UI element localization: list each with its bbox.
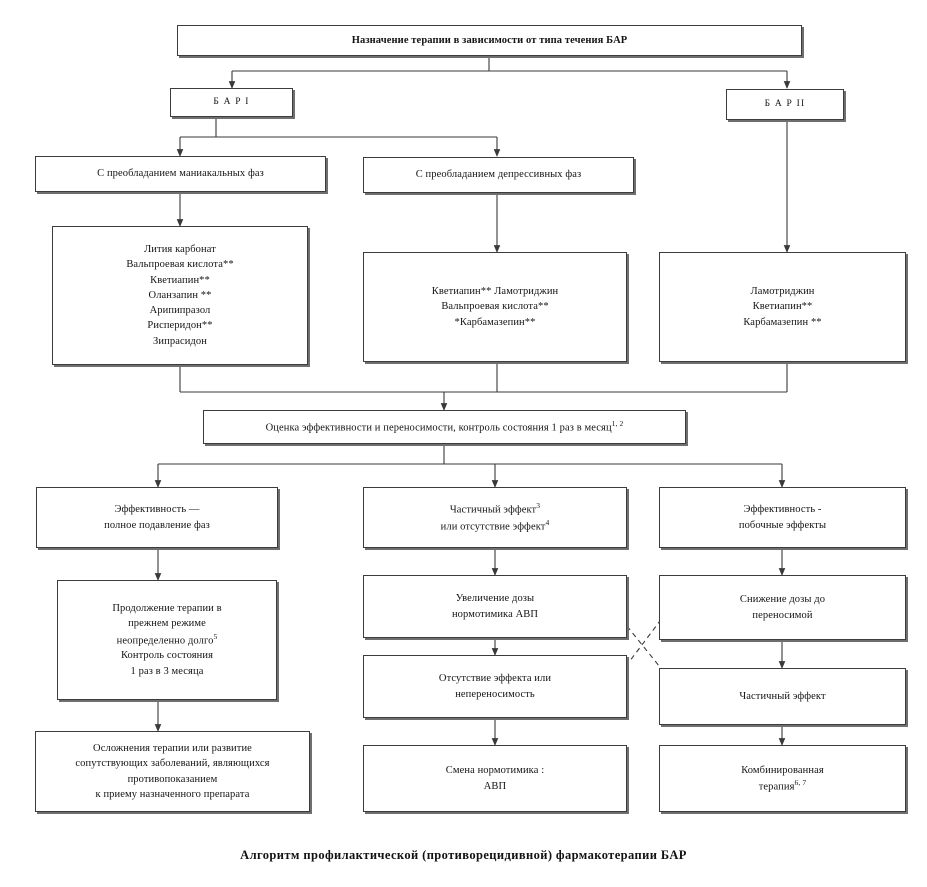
footnote-ref: 3 (536, 500, 541, 510)
node-bar-1: Б А Р I (170, 88, 293, 117)
action-line: Смена нормотимика : (445, 765, 545, 777)
node-drugs-bar2: Ламотриджин Кветиапин** Карбамазепин ** (659, 252, 906, 362)
node-bar-1-label: Б А Р I (213, 96, 250, 107)
action-line: переносимой (752, 609, 813, 621)
complication-line: противопоказанием (127, 773, 218, 785)
node-effect-full: Эффективность — полное подавление фаз (36, 487, 278, 548)
node-combined-therapy: Комбинированная терапия6, 7 (659, 745, 906, 812)
complication-line: к приему назначенного препарата (95, 788, 250, 800)
therapy-line: Контроль состояния (120, 650, 214, 662)
drug-item: *Карбамазепин** (454, 316, 536, 328)
node-complications: Осложнения терапии или развитие сопутств… (35, 731, 310, 812)
node-drugs-depressive: Кветиапин** Ламотриджин Вальпроевая кисл… (363, 252, 627, 362)
node-effect-side: Эффективность - побочные эффекты (659, 487, 906, 548)
action-line: Увеличение дозы (455, 593, 535, 605)
drug-item: Оланзапин ** (148, 289, 212, 301)
outcome-line: Частичный эффект3 (449, 500, 541, 516)
therapy-line: неопределенно долго5 (116, 631, 218, 647)
drug-item: Карбамазепин ** (743, 316, 822, 328)
node-assessment-label: Оценка эффективности и переносимости, ко… (265, 418, 624, 434)
drug-item: Кветиапин** (150, 274, 210, 286)
action-line: Частичный эффект (739, 690, 826, 702)
drug-item: Арипипразол (149, 305, 211, 317)
drug-item: Вальпроевая кислота** (126, 259, 234, 271)
outcome-line: Эффективность - (743, 504, 822, 516)
node-manic-course-label: С преобладанием маниакальных фаз (97, 168, 264, 180)
figure-caption: Алгоритм профилактической (противорециди… (240, 848, 687, 862)
node-drugs-manic: Лития карбонат Вальпроевая кислота** Кве… (52, 226, 308, 365)
node-partial-effect-2: Частичный эффект (659, 668, 906, 725)
node-bar-2-label: Б А Р II (764, 98, 806, 109)
node-root-label: Назначение терапии в зависимости от типа… (351, 34, 628, 46)
action-line: нормотимика АВП (451, 608, 539, 620)
action-line: Снижение дозы до (739, 594, 826, 606)
node-bar-2: Б А Р II (726, 89, 844, 120)
therapy-line: прежнем режиме (128, 618, 206, 630)
action-line: АВП (483, 780, 507, 792)
outcome-line: Эффективность — (114, 504, 200, 516)
therapy-line: Продолжение терапии в (112, 603, 222, 615)
drug-item: Лития карбонат (144, 244, 216, 256)
drug-item: Зипрасидон (153, 335, 207, 347)
action-line: терапия6, 7 (758, 777, 807, 793)
node-switch-mood-stabilizer: Смена нормотимика : АВП (363, 745, 627, 812)
complication-line: сопутствующих заболеваний, являющихся (75, 758, 270, 770)
drug-item: Кветиапин** Ламотриджин (431, 286, 559, 298)
footnote-ref: 5 (213, 631, 218, 641)
node-reduce-dose: Снижение дозы до переносимой (659, 575, 906, 640)
node-depressive-course: С преобладанием депрессивных фаз (363, 157, 634, 193)
action-line: непереносимость (455, 688, 535, 700)
node-depressive-course-label: С преобладанием депрессивных фаз (415, 169, 582, 181)
node-manic-course: С преобладанием маниакальных фаз (35, 156, 326, 192)
action-line: Комбинированная (741, 764, 824, 776)
action-line: Отсутствие эффекта или (438, 673, 552, 685)
therapy-line: 1 раз в 3 месяца (130, 665, 204, 677)
outcome-line: полное подавление фаз (104, 519, 210, 531)
drug-item: Рисперидон** (147, 320, 213, 332)
footnote-ref: 4 (545, 517, 550, 527)
node-increase-dose: Увеличение дозы нормотимика АВП (363, 575, 627, 638)
outcome-line: побочные эффекты (738, 519, 827, 531)
drug-item: Ламотриджин (750, 286, 815, 298)
node-effect-partial: Частичный эффект3 или отсутствие эффект4 (363, 487, 627, 548)
complication-line: Осложнения терапии или развитие (93, 743, 252, 755)
node-no-effect: Отсутствие эффекта или непереносимость (363, 655, 627, 718)
outcome-line: или отсутствие эффект4 (440, 517, 550, 533)
node-assessment: Оценка эффективности и переносимости, ко… (203, 410, 686, 444)
footnote-ref: 6, 7 (794, 777, 807, 787)
node-continue-therapy: Продолжение терапии в прежнем режиме нео… (57, 580, 277, 700)
node-root: Назначение терапии в зависимости от типа… (177, 25, 802, 56)
drug-item: Вальпроевая кислота** (441, 301, 549, 313)
drug-item: Кветиапин** (752, 301, 813, 313)
footnote-ref: 1, 2 (611, 418, 624, 428)
